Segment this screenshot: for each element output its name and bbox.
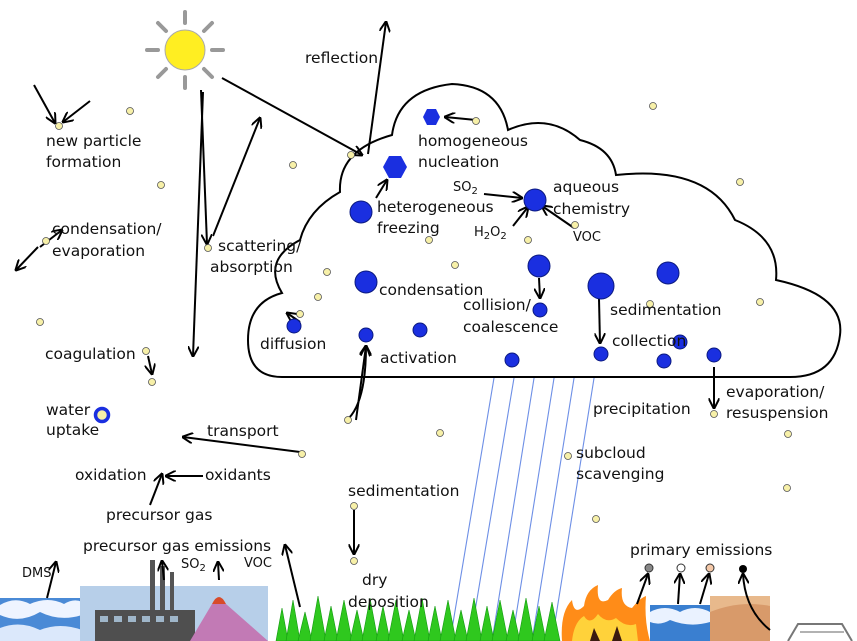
- label-precursor-gas-emissions: precursor gas emissions: [83, 537, 272, 555]
- aerosol-particles: [36, 102, 792, 565]
- label-scattering-2: absorption: [210, 258, 293, 276]
- label-new-particle-1: new particle: [46, 132, 142, 150]
- sun-icon: [145, 10, 225, 90]
- label-sedimentation-dry: sedimentation: [348, 482, 460, 500]
- primary-particle-white: [676, 563, 686, 573]
- label-primary-emissions: primary emissions: [630, 541, 773, 559]
- wildfire: [561, 585, 650, 641]
- label-dry-1: dry: [362, 571, 388, 589]
- label-heterogeneous-1: heterogeneous: [377, 198, 494, 216]
- process-arrows: [16, 22, 771, 631]
- label-evaporation-2: resuspension: [726, 404, 829, 422]
- label-h2o2: H2O2: [474, 225, 507, 242]
- label-condensation-evap-2: evaporation: [52, 242, 146, 260]
- precipitation-streaks: [449, 371, 596, 641]
- label-heterogeneous-2: freezing: [377, 219, 440, 237]
- label-collision-1: collision/: [463, 296, 531, 314]
- label-condensation: condensation: [379, 281, 484, 299]
- label-subcloud-2: scavenging: [576, 465, 665, 483]
- label-water-uptake-1: water: [46, 401, 91, 419]
- label-voc-bottom: VOC: [244, 556, 272, 571]
- label-diffusion: diffusion: [260, 335, 327, 353]
- label-reflection: reflection: [305, 49, 379, 67]
- label-new-particle-2: formation: [46, 153, 122, 171]
- label-precursor-gas: precursor gas: [106, 506, 213, 524]
- label-oxidation: oxidation: [75, 466, 147, 484]
- label-so2-cloud: SO2: [453, 180, 478, 197]
- primary-particle-black: [739, 565, 747, 573]
- label-precipitation: precipitation: [593, 400, 691, 418]
- label-collision-2: coalescence: [463, 318, 559, 336]
- label-aqueous-2: chemistry: [553, 200, 630, 218]
- label-scattering-1: scattering/: [218, 237, 302, 255]
- factory-volcano-image: [80, 560, 268, 641]
- hexagon-ice-large-icon: [383, 156, 407, 178]
- label-water-uptake-2: uptake: [46, 421, 100, 439]
- label-evaporation-1: evaporation/: [726, 383, 825, 401]
- label-collection: collection: [612, 332, 687, 350]
- water-uptake-particle: [93, 406, 111, 424]
- label-sedimentation-cloud: sedimentation: [610, 301, 722, 319]
- label-homogeneous-1: homogeneous: [418, 132, 529, 150]
- label-voc-cloud: VOC: [573, 230, 601, 245]
- cloud-droplets: [286, 188, 722, 369]
- label-coagulation: coagulation: [45, 345, 136, 363]
- label-aqueous-1: aqueous: [553, 178, 620, 196]
- hexagon-ice-small-icon: [423, 109, 440, 125]
- ocean-desert-right: [650, 596, 853, 641]
- label-homogeneous-2: nucleation: [418, 153, 500, 171]
- activation-arrow: [348, 346, 366, 419]
- forest-trees: [275, 595, 561, 641]
- ice-crystals: [383, 109, 440, 178]
- label-activation: activation: [380, 349, 457, 367]
- label-transport: transport: [207, 422, 279, 440]
- label-condensation-evap-1: condensation/: [52, 220, 162, 238]
- label-dry-2: deposition: [348, 593, 429, 611]
- primary-particle-peach: [705, 563, 715, 573]
- snow-ice-left: [0, 598, 82, 641]
- label-so2-bottom: SO2: [181, 557, 206, 574]
- primary-particle-grey: [644, 563, 654, 573]
- label-dms: DMS: [22, 566, 52, 581]
- label-oxidants: oxidants: [205, 466, 271, 484]
- label-subcloud-1: subcloud: [576, 444, 646, 462]
